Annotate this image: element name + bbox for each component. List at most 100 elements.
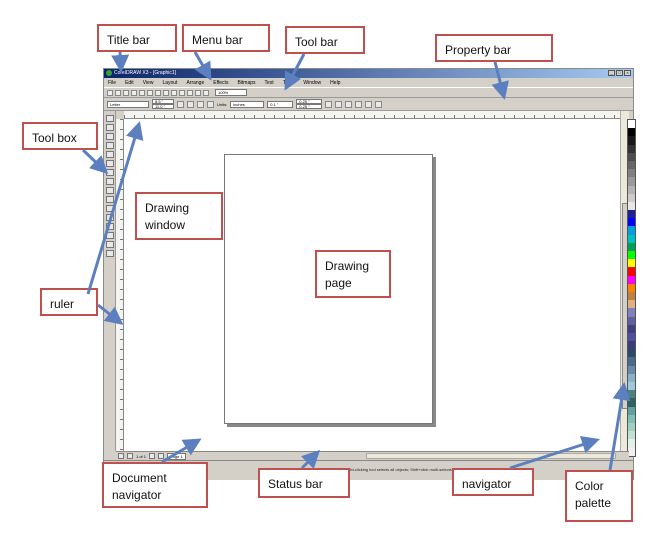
save-icon[interactable] [123, 89, 129, 96]
menu-layout[interactable]: Layout [162, 79, 178, 86]
palette-swatch[interactable] [628, 324, 635, 333]
palette-swatch[interactable] [628, 226, 635, 235]
shape-tool-icon[interactable] [106, 124, 114, 131]
menu-arrange[interactable]: Arrange [186, 79, 205, 86]
palette-swatch[interactable] [628, 120, 635, 129]
undo-icon[interactable] [163, 89, 169, 96]
menu-help[interactable]: Help [330, 79, 341, 86]
palette-swatch[interactable] [628, 316, 635, 325]
current-page-icon[interactable] [207, 100, 214, 108]
palette-swatch[interactable] [628, 242, 635, 251]
palette-swatch[interactable] [628, 447, 635, 456]
horizontal-scrollbar[interactable] [366, 453, 616, 459]
text-tool-icon[interactable] [106, 205, 114, 212]
basic-shapes-tool-icon[interactable] [106, 196, 114, 203]
zoom-levels-select[interactable]: 100% [215, 89, 247, 96]
copy-icon[interactable] [147, 89, 153, 96]
palette-swatch[interactable] [628, 251, 635, 260]
menu-view[interactable]: View [142, 79, 154, 86]
page-width-field[interactable]: 8.5 " [152, 99, 174, 104]
palette-swatch[interactable] [628, 406, 635, 415]
palette-swatch[interactable] [628, 349, 635, 358]
new-document-icon[interactable] [107, 89, 113, 96]
units-select[interactable]: inches [230, 100, 265, 108]
menu-window[interactable]: Window [303, 79, 322, 86]
dynamic-guides-icon[interactable] [355, 100, 363, 108]
page-height-field[interactable]: 11.0 " [152, 104, 174, 109]
all-pages-icon[interactable] [197, 100, 204, 108]
palette-swatch[interactable] [628, 332, 635, 342]
color-palette[interactable] [627, 119, 636, 457]
menu-text[interactable]: Text [264, 79, 274, 86]
print-icon[interactable] [131, 89, 137, 96]
rectangle-tool-icon[interactable] [106, 169, 114, 176]
palette-swatch[interactable] [628, 259, 635, 268]
maximize-icon[interactable]: □ [616, 70, 623, 76]
palette-swatch[interactable] [628, 144, 635, 153]
palette-swatch[interactable] [628, 283, 635, 292]
menu-file[interactable]: File [108, 79, 117, 86]
palette-swatch[interactable] [628, 267, 635, 276]
palette-swatch[interactable] [628, 169, 635, 178]
paste-icon[interactable] [155, 89, 161, 96]
horizontal-ruler[interactable] [124, 111, 620, 119]
palette-swatch[interactable] [628, 382, 635, 391]
palette-swatch[interactable] [628, 218, 635, 227]
first-page-icon[interactable] [118, 453, 124, 459]
freehand-tool-icon[interactable] [106, 151, 114, 158]
smart-fill-tool-icon[interactable] [106, 160, 114, 167]
minimize-icon[interactable]: _ [608, 70, 615, 76]
palette-swatch[interactable] [628, 398, 635, 407]
palette-swatch[interactable] [628, 414, 635, 423]
palette-swatch[interactable] [628, 275, 635, 284]
ellipse-tool-icon[interactable] [106, 178, 114, 185]
title-bar[interactable]: CorelDRAW X3 - [Graphic1] _ □ × [104, 69, 633, 78]
palette-swatch[interactable] [628, 234, 635, 243]
palette-swatch[interactable] [628, 201, 635, 211]
corel-online-icon[interactable] [203, 89, 209, 96]
eyedropper-tool-icon[interactable] [106, 223, 114, 230]
palette-swatch[interactable] [628, 291, 635, 301]
palette-swatch[interactable] [628, 439, 635, 448]
palette-swatch[interactable] [628, 152, 635, 161]
menu-edit[interactable]: Edit [125, 79, 134, 86]
palette-swatch[interactable] [628, 365, 635, 374]
crop-tool-icon[interactable] [106, 133, 114, 140]
landscape-icon[interactable] [187, 100, 194, 108]
interactive-blend-tool-icon[interactable] [106, 214, 114, 221]
menu-bitmaps[interactable]: Bitmaps [237, 79, 256, 86]
vertical-ruler[interactable] [116, 119, 124, 451]
fill-tool-icon[interactable] [106, 241, 114, 248]
palette-swatch[interactable] [628, 390, 635, 399]
last-page-icon[interactable] [158, 453, 165, 459]
open-icon[interactable] [115, 89, 121, 96]
next-page-icon[interactable] [149, 453, 156, 459]
options-icon[interactable] [375, 100, 383, 108]
palette-swatch[interactable] [628, 431, 635, 440]
application-launcher-icon[interactable] [195, 89, 201, 96]
palette-swatch[interactable] [628, 373, 635, 382]
palette-swatch[interactable] [628, 177, 635, 186]
close-icon[interactable]: × [624, 70, 631, 76]
menu-tools[interactable]: Tools [282, 79, 295, 86]
palette-swatch[interactable] [628, 160, 635, 170]
snap-to-grid-icon[interactable] [325, 100, 333, 108]
nudge-offset-field[interactable]: 0.1 " [267, 100, 294, 108]
palette-swatch[interactable] [628, 422, 635, 432]
polygon-tool-icon[interactable] [106, 187, 114, 194]
palette-swatch[interactable] [628, 308, 635, 317]
outline-tool-icon[interactable] [106, 232, 114, 239]
palette-swatch[interactable] [628, 210, 635, 219]
duplicate-distance-x-field[interactable]: 0.25 " [296, 99, 323, 104]
page-tab[interactable]: Page 1 [167, 452, 186, 460]
snap-to-guidelines-icon[interactable] [335, 100, 343, 108]
palette-swatch[interactable] [628, 341, 635, 350]
palette-swatch[interactable] [628, 128, 635, 137]
import-icon[interactable] [179, 89, 185, 96]
paper-type-select[interactable]: Letter [107, 100, 149, 108]
menu-effects[interactable]: Effects [213, 79, 229, 86]
portrait-icon[interactable] [177, 100, 184, 108]
redo-icon[interactable] [171, 89, 177, 96]
snap-to-objects-icon[interactable] [345, 100, 353, 108]
palette-swatch[interactable] [628, 300, 635, 309]
